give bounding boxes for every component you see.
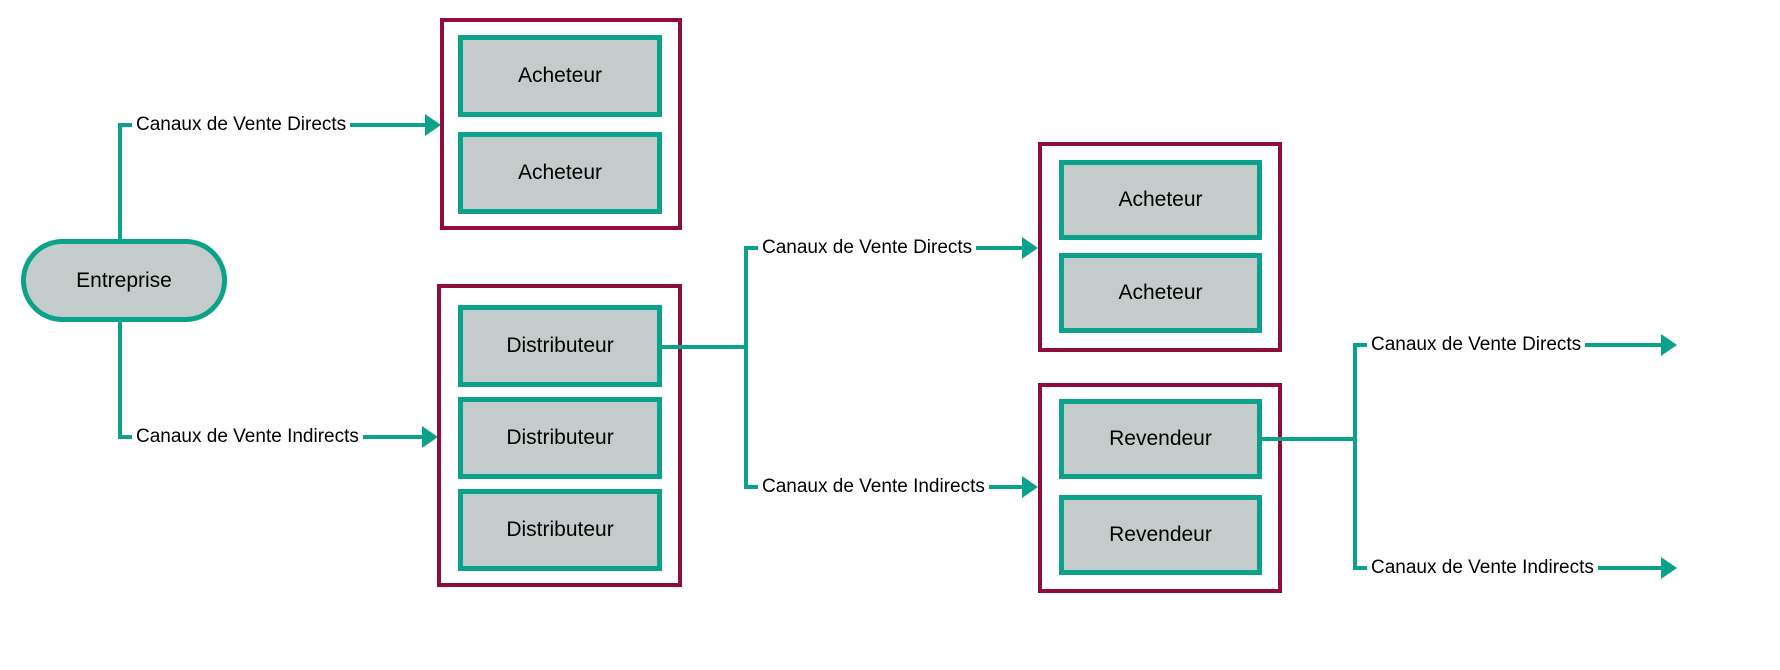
connector-indirect-level2: Canaux de Vente Indirects	[744, 475, 1038, 499]
connector-line	[1353, 343, 1357, 570]
connector-label-indirect: Canaux de Vente Indirects	[1371, 557, 1594, 578]
connector-label-direct: Canaux de Vente Directs	[136, 114, 347, 135]
connector-direct-level1: Canaux de Vente Directs	[118, 113, 441, 137]
node-entreprise: Entreprise	[21, 239, 227, 322]
connector-line	[362, 435, 422, 439]
connector-line	[744, 485, 758, 489]
connector-indirect-level3: Canaux de Vente Indirects	[1353, 556, 1677, 580]
connector-line	[1585, 343, 1661, 347]
arrowhead-icon	[1022, 476, 1038, 498]
node-distributeur: Distributeur	[458, 305, 662, 387]
connector-line	[1597, 566, 1661, 570]
connector-line	[1262, 437, 1357, 441]
arrowhead-icon	[422, 426, 438, 448]
connector-line	[988, 485, 1022, 489]
node-distributeur: Distributeur	[458, 489, 662, 571]
connector-line	[976, 246, 1022, 250]
connector-line	[662, 345, 748, 349]
connector-line	[744, 246, 758, 250]
connector-line	[118, 123, 132, 127]
connector-label-indirect: Canaux de Vente Indirects	[762, 476, 985, 497]
connector-line	[350, 123, 425, 127]
arrowhead-icon	[1661, 557, 1677, 579]
node-acheteur: Acheteur	[458, 132, 662, 214]
connector-line	[1353, 566, 1367, 570]
node-acheteur: Acheteur	[1059, 253, 1262, 333]
arrowhead-icon	[1022, 237, 1038, 259]
node-acheteur: Acheteur	[1059, 160, 1262, 240]
connector-label-direct: Canaux de Vente Directs	[762, 237, 973, 258]
node-revendeur: Revendeur	[1059, 495, 1262, 575]
node-revendeur: Revendeur	[1059, 399, 1262, 479]
connector-label-direct: Canaux de Vente Directs	[1371, 334, 1582, 355]
connector-direct-level2: Canaux de Vente Directs	[744, 236, 1038, 260]
connector-line	[744, 246, 748, 489]
node-distributeur: Distributeur	[458, 397, 662, 479]
node-entreprise-label: Entreprise	[76, 268, 172, 292]
connector-line	[118, 318, 122, 439]
arrowhead-icon	[425, 114, 441, 136]
group-level2-indirect: Revendeur Revendeur	[1038, 383, 1282, 593]
group-level1-indirect: Distributeur Distributeur Distributeur	[437, 284, 682, 587]
node-acheteur: Acheteur	[458, 35, 662, 117]
group-level1-direct: Acheteur Acheteur	[440, 18, 682, 230]
arrowhead-icon	[1661, 334, 1677, 356]
connector-line	[118, 435, 132, 439]
connector-indirect-level1: Canaux de Vente Indirects	[118, 425, 438, 449]
connector-label-indirect: Canaux de Vente Indirects	[136, 426, 359, 447]
connector-line	[118, 123, 122, 241]
connector-direct-level3: Canaux de Vente Directs	[1353, 333, 1677, 357]
group-level2-direct: Acheteur Acheteur	[1038, 142, 1282, 352]
connector-line	[1353, 343, 1367, 347]
